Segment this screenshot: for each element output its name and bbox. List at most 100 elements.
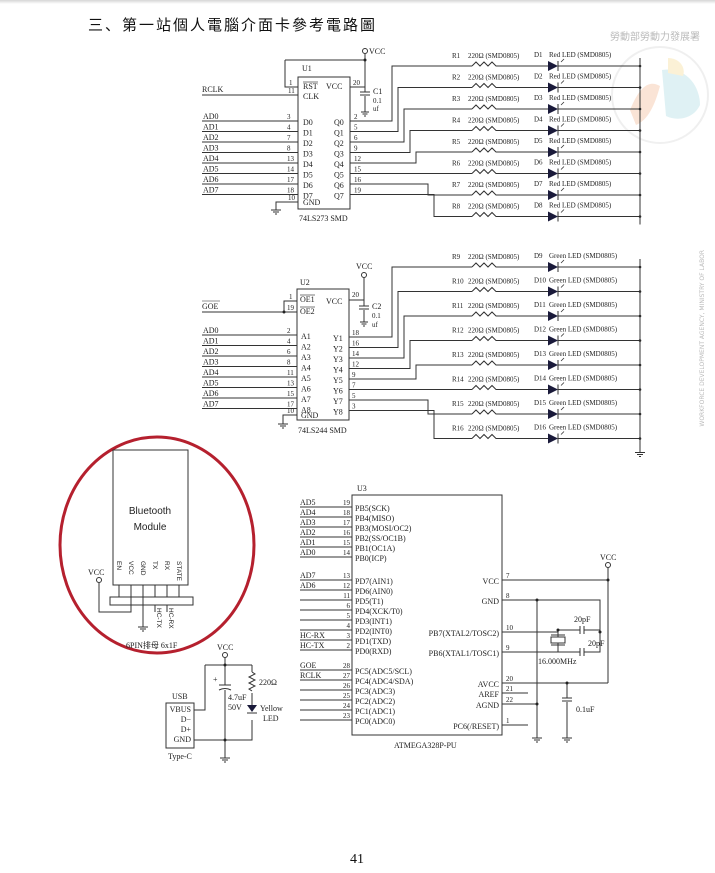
usb-vcc-label: VCC: [217, 643, 233, 652]
pin-number: 28: [343, 662, 351, 670]
led-icon: [548, 286, 558, 297]
usb-pin-label: D−: [181, 715, 192, 724]
pin-number: 17: [287, 401, 295, 409]
pin-name: Q1: [334, 129, 344, 138]
pin-name: Q5: [334, 171, 344, 180]
pin-number: 7: [352, 382, 356, 390]
watermark-text-cn: 勞動部勞動力發展署: [610, 30, 700, 43]
usb-led-1: Yellow: [260, 704, 283, 713]
pin-name: Q7: [334, 192, 344, 201]
pin-number: 12: [354, 155, 362, 163]
resistor-value: 220Ω (SMD0805): [468, 400, 520, 408]
pin-number: 4: [287, 124, 291, 132]
resistor-value: 220Ω (SMD0805): [468, 160, 520, 168]
pin-name: A5: [301, 374, 311, 383]
net-label: AD1: [203, 337, 219, 346]
resistor-value: 220Ω (SMD0805): [468, 302, 520, 310]
led-value: Green LED (SMD0805): [549, 252, 618, 260]
c1-unit: uf: [373, 105, 380, 113]
pin-oe1: OE1: [300, 295, 315, 304]
net-label: AD1: [203, 123, 219, 132]
pin-name: A8: [301, 406, 311, 415]
net-label: AD4: [203, 368, 219, 377]
bt-pin-label: STATE: [175, 561, 182, 582]
pin-name: Y1: [333, 334, 343, 343]
net-goe: GOE: [202, 302, 219, 311]
pin-name: D0: [303, 118, 313, 127]
pin-number: 14: [287, 166, 295, 174]
pin-number: 23: [343, 712, 351, 720]
pin-number: 6: [347, 602, 351, 610]
pin-name: D5: [303, 171, 313, 180]
led-ref: D15: [534, 399, 547, 407]
xtal-cap1: 20pF: [574, 615, 591, 624]
pin-number: 26: [343, 682, 351, 690]
led-value: Red LED (SMD0805): [549, 159, 612, 167]
pin-name: D3: [303, 150, 313, 159]
net-label: AD2: [300, 528, 316, 537]
vcc-terminal-icon: [605, 562, 611, 568]
led-ref: D6: [534, 159, 543, 167]
pin-name: PB2(SS/OC1B): [355, 534, 406, 543]
led-value: Red LED (SMD0805): [549, 51, 612, 59]
led-ref: D10: [534, 277, 547, 285]
pin-name: PC1(ADC1): [355, 707, 395, 716]
pin-name: VCC: [483, 577, 499, 586]
u3-body: [351, 494, 503, 736]
net-label: AD7: [300, 571, 316, 580]
pin-name: PB6(XTAL1/TOSC1): [429, 649, 500, 658]
pin-number: 20: [353, 79, 361, 87]
u3-part: ATMEGA328P-PU: [394, 741, 457, 750]
pin-name: PD7(AIN1): [355, 577, 393, 586]
net-hc-rx: HC-RX: [167, 608, 174, 629]
pin-number: 10: [506, 624, 514, 632]
pin-vcc: VCC: [326, 82, 342, 91]
pin-name: Y8: [333, 408, 343, 417]
led-value: Green LED (SMD0805): [549, 350, 618, 358]
resistor-ref: R14: [452, 376, 464, 384]
resistor-value: 220Ω (SMD0805): [468, 74, 520, 82]
led-ref: D8: [534, 202, 543, 210]
pin-name: A6: [301, 385, 311, 394]
pin-number: 9: [506, 644, 510, 652]
resistor-value: 220Ω (SMD0805): [468, 327, 520, 335]
bt-title-1: Bluetooth: [129, 506, 171, 517]
bt-pin-label: EN: [115, 561, 122, 570]
page-number: 41: [350, 852, 364, 867]
resistor-ref: R10: [452, 278, 464, 286]
pin-number: 19: [287, 304, 295, 312]
u1-ref: U1: [302, 64, 312, 73]
vcc-terminal-icon: [362, 48, 368, 54]
led-value: Green LED (SMD0805): [549, 301, 618, 309]
pin-name: D1: [303, 129, 313, 138]
pin-number: 16: [354, 176, 362, 184]
bt-pin-label: TX: [151, 561, 158, 570]
pin-number: 18: [343, 509, 351, 517]
pin-number: 6: [354, 134, 358, 142]
led-icon: [548, 147, 558, 157]
led-icon: [548, 211, 558, 222]
pin-name: A7: [301, 395, 311, 404]
pin-name: PD6(AIN0): [355, 587, 393, 596]
pin-name: A3: [301, 353, 311, 362]
avcc-cap-label: 0.1uF: [576, 705, 595, 714]
u1-74ls273: U1 74LS273 SMD VCC 1 RST 20 VCC C1 0.1 u…: [202, 47, 385, 223]
net-label: AD6: [203, 175, 219, 184]
pin-name: D4: [303, 160, 313, 169]
usb-pin-label: VBUS: [170, 705, 191, 714]
pin-clk: CLK: [303, 92, 319, 101]
pin-name: PD1(TXD): [355, 637, 391, 646]
led-value: Green LED (SMD0805): [549, 277, 618, 285]
net-label: HC-RX: [300, 631, 325, 640]
pin-number: 15: [354, 166, 362, 174]
pin-name: PD4(XCK/T0): [355, 607, 403, 616]
page-title: 三、第一站個人電腦介面卡參考電路圖: [88, 16, 378, 34]
pin-number: 13: [343, 572, 351, 580]
pin-name: PB1(OC1A): [355, 544, 395, 553]
pin-number: 1: [289, 293, 293, 301]
usb-title: USB: [172, 692, 188, 701]
led-value: Red LED (SMD0805): [549, 180, 612, 188]
usb-body: [165, 702, 195, 749]
pin-gnd: GND: [303, 198, 321, 207]
